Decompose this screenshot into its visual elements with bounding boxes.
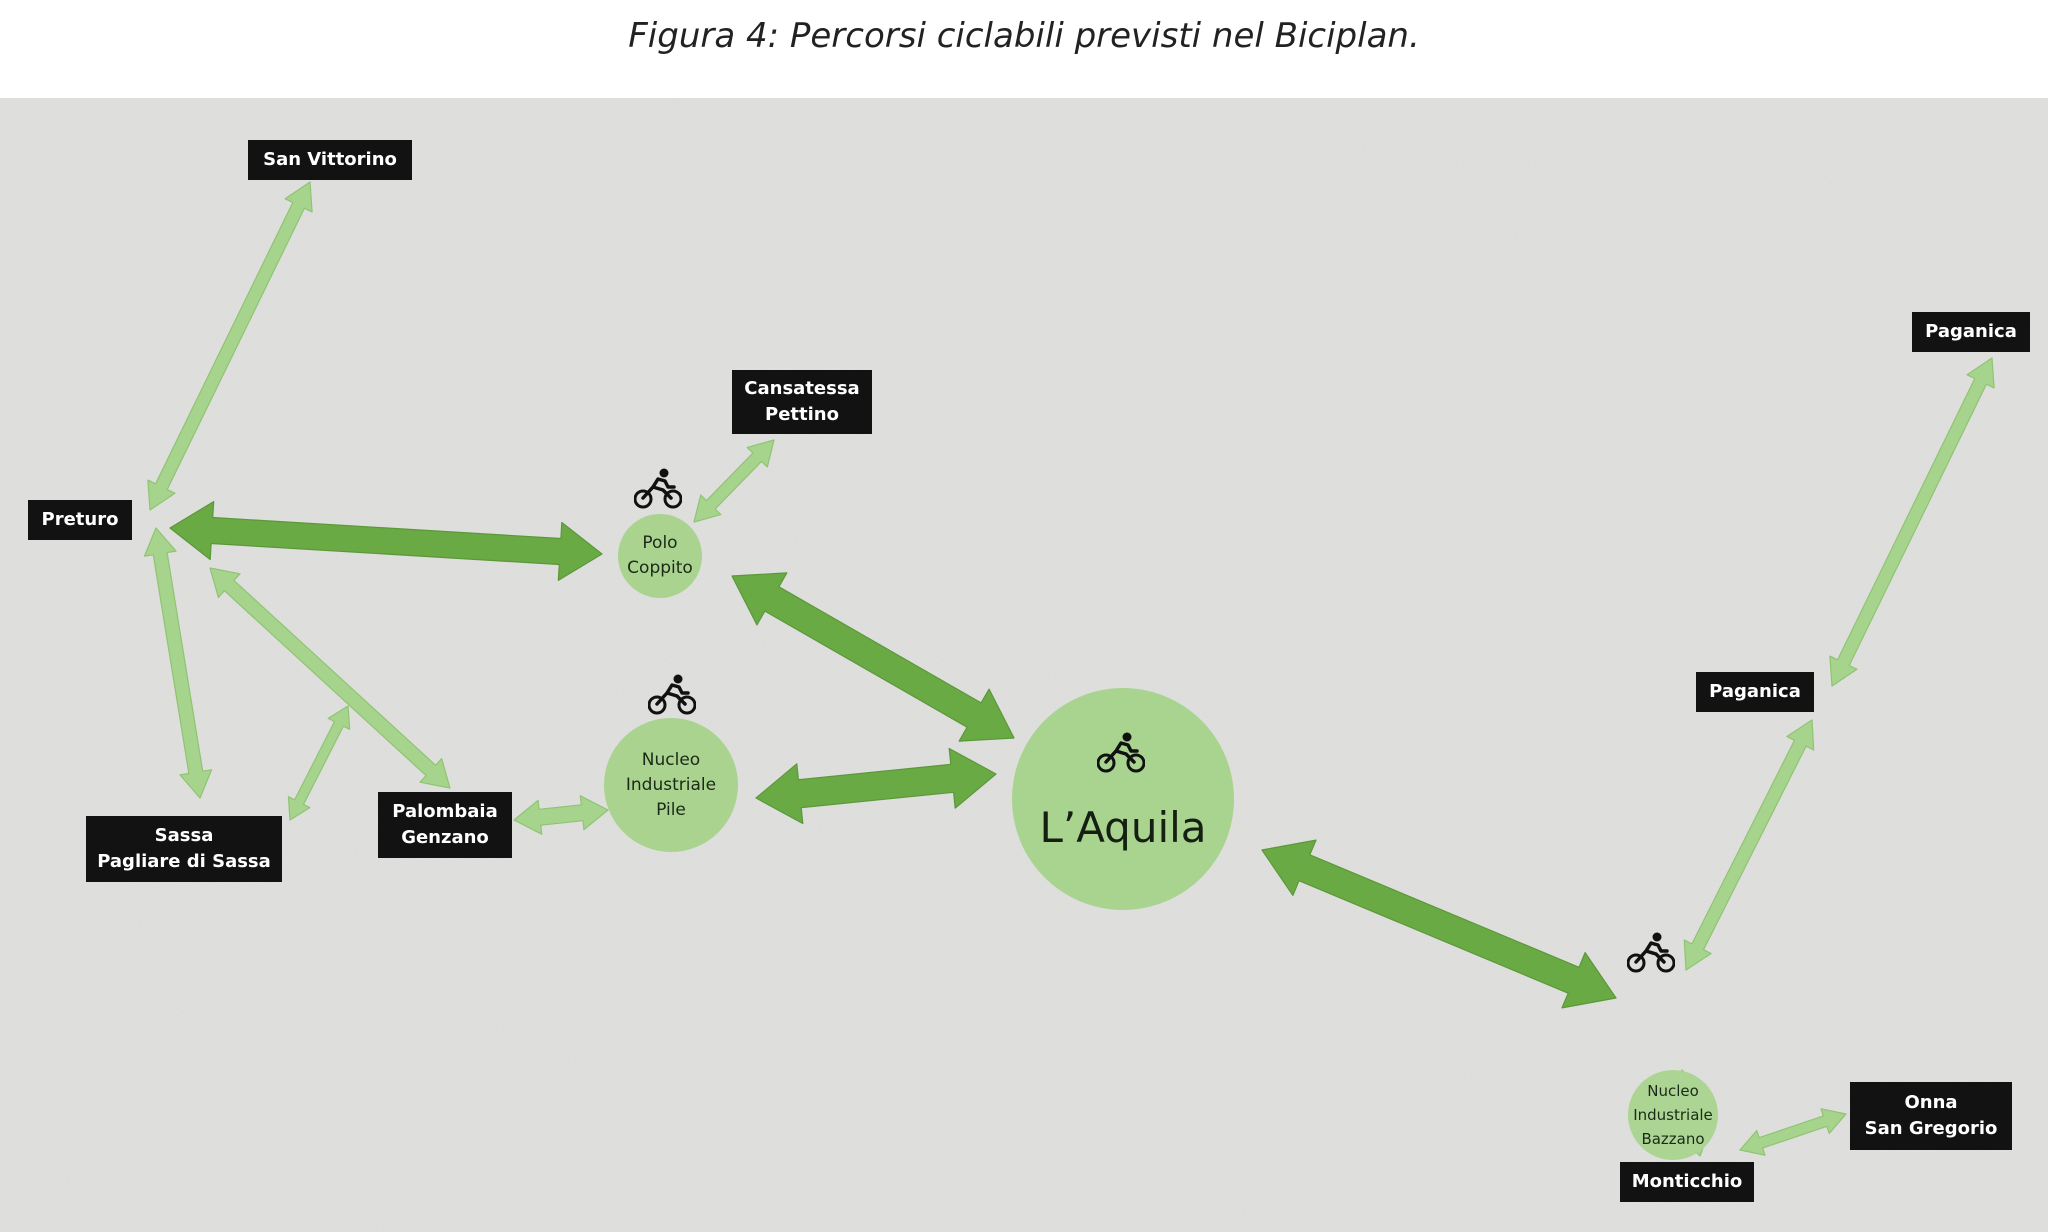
hub-nucleo-industriale-pile: Nucleo Industriale Pile (604, 718, 738, 852)
label-cansatessa-line1: Cansatessa (744, 378, 860, 399)
label-onna-san-gregorio: Onna San Gregorio (1850, 1082, 2012, 1150)
route-sanvittorino-preturo (147, 181, 313, 511)
route-pile-laquila (755, 747, 997, 825)
hub-pile-line3: Pile (656, 799, 686, 820)
cycle-route-diagram: Polo Coppito Nucleo Industriale Pile L’A… (0, 98, 2048, 1232)
hub-laquila-label: L’Aquila (1039, 802, 1207, 852)
route-arrows (143, 181, 1995, 1157)
route-paganica-paganica (1829, 357, 1995, 687)
diagram-canvas (0, 98, 2048, 1232)
label-san-gregorio-line2: San Gregorio (1864, 1118, 1998, 1139)
label-paganica-top-text: Paganica (1925, 321, 2017, 342)
label-sassa-pagliare: Sassa Pagliare di Sassa (86, 816, 282, 882)
route-paganica-bazzano (1683, 719, 1815, 971)
bicycle-icon (1627, 932, 1675, 973)
hub-polo-coppito-line2: Coppito (627, 558, 693, 578)
label-preturo: Preturo (28, 500, 132, 540)
label-san-vittorino-text: San Vittorino (263, 149, 397, 170)
route-polo-laquila (731, 572, 1015, 742)
hub-bazzano-line2: Industriale (1633, 1106, 1713, 1124)
hub-nucleo-industriale-bazzano: Nucleo Industriale Bazzano (1628, 1070, 1718, 1160)
label-paganica-text: Paganica (1709, 681, 1801, 702)
label-onna-line1: Onna (1904, 1092, 1958, 1113)
hub-polo-coppito: Polo Coppito (618, 514, 702, 598)
label-paganica: Paganica (1696, 672, 1814, 712)
route-cansatessa-polo (693, 439, 775, 523)
label-san-vittorino: San Vittorino (248, 140, 412, 180)
label-preturo-text: Preturo (41, 509, 119, 530)
label-paganica-top: Paganica (1912, 312, 2030, 352)
hub-bazzano-line3: Bazzano (1641, 1130, 1705, 1148)
label-palombaia-line1: Palombaia (392, 801, 498, 822)
route-laquila-bazzano (1261, 839, 1617, 1009)
hub-bazzano-line1: Nucleo (1647, 1082, 1699, 1100)
hub-polo-coppito-line1: Polo (642, 533, 678, 553)
figure-caption: Figura 4: Percorsi ciclabili previsti ne… (628, 16, 1420, 56)
bicycle-icon (1097, 732, 1145, 773)
label-genzano-line2: Genzano (401, 827, 489, 848)
label-sassa-line1: Sassa (154, 825, 214, 846)
paper-texture (0, 98, 2048, 1232)
label-pettino-line2: Pettino (765, 404, 839, 425)
hub-laquila: L’Aquila (1012, 688, 1234, 910)
route-monticchio-onna (1739, 1108, 1847, 1156)
route-preturo-palombaia (209, 567, 451, 789)
route-sassa-palombaia (287, 705, 351, 821)
label-palombaia-genzano: Palombaia Genzano (378, 792, 512, 858)
hub-pile-line2: Industriale (625, 774, 717, 795)
route-preturo-polo (169, 501, 603, 581)
bicycle-icon (634, 468, 682, 509)
label-pagliare-line2: Pagliare di Sassa (97, 851, 271, 872)
bicycle-icon (648, 674, 696, 715)
hub-pile-line1: Nucleo (641, 749, 701, 770)
label-cansatessa-pettino: Cansatessa Pettino (732, 370, 872, 434)
label-monticchio-text: Monticchio (1631, 1171, 1743, 1192)
label-monticchio: Monticchio (1620, 1162, 1754, 1202)
route-preturo-sassa (143, 527, 213, 799)
